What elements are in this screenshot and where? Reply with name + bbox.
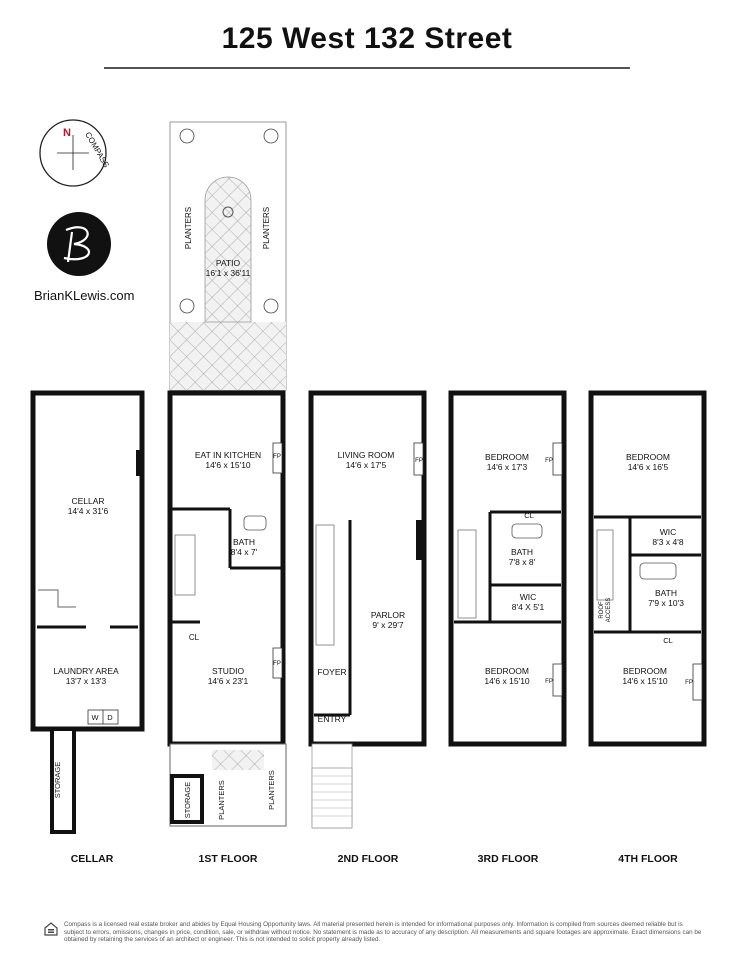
fourth-bedroom2-dims: 14'6 x 15'10 <box>622 676 668 686</box>
compass-brand-label: COMPASS <box>83 131 111 170</box>
website-label: BrianKLewis.com <box>34 288 135 303</box>
first-storage-label: STORAGE <box>183 782 192 819</box>
first-bath-dims: 8'4 x 7' <box>231 547 258 557</box>
floor-label-3rd: 3RD FLOOR <box>478 853 539 865</box>
roof-access-label-line2: ACCESS <box>606 598 612 623</box>
fourth-fireplace-label: FP <box>685 680 693 686</box>
third-bedroom2-dims: 14'6 x 15'10 <box>484 676 530 686</box>
first-floor-plan: EAT IN KITCHEN 14'6 x 15'10 FP BATH 8'4 … <box>167 390 287 827</box>
living-fireplace-label: FP <box>415 458 423 464</box>
parlor-dims: 9' x 29'7 <box>372 620 403 630</box>
front-planters-right-label: PLANTERS <box>267 770 276 810</box>
fourth-wic-label: WIC <box>660 527 677 537</box>
floor-label-2nd: 2ND FLOOR <box>338 853 399 865</box>
fourth-bedroom1-dims: 14'6 x 16'5 <box>628 462 669 472</box>
equal-housing-icon <box>44 922 58 936</box>
fourth-bath-label: BATH <box>655 588 677 598</box>
third-bedroom1-dims: 14'6 x 17'3 <box>487 462 528 472</box>
fourth-floor-plan: BEDROOM 14'6 x 16'5 WIC 8'3 x 4'8 BATH 7… <box>588 390 707 747</box>
third-fireplace2-label: FP <box>545 679 553 685</box>
third-closet-label: CL <box>524 511 534 520</box>
third-bedroom2-label: BEDROOM <box>485 666 529 676</box>
fourth-bath-dims: 7'9 x 10'3 <box>648 598 684 608</box>
living-room-dims: 14'6 x 17'5 <box>346 460 387 470</box>
cellar-room-label: CELLAR <box>71 496 104 506</box>
kitchen-fireplace-label: FP <box>273 454 281 460</box>
patio-dims: 16'1 x 36'11 <box>206 268 251 278</box>
studio-fireplace-label: FP <box>273 661 281 667</box>
legal-disclaimer: Compass is a licensed real estate broker… <box>64 921 702 943</box>
front-planters-left-label: PLANTERS <box>217 780 226 820</box>
third-floor-plan: BEDROOM 14'6 x 17'3 FP CL BATH 7'8 x 8' … <box>448 390 567 747</box>
washer-label: W <box>91 713 99 722</box>
entry-label: ENTRY <box>318 714 347 724</box>
floor-label-1st: 1ST FLOOR <box>199 853 258 865</box>
compass-icon: N COMPASS <box>39 119 111 187</box>
patio-label: PATIO <box>216 258 241 268</box>
stoop <box>311 767 353 829</box>
first-closet-label: CL <box>189 633 200 642</box>
logo-icon <box>47 212 111 276</box>
foyer-label: FOYER <box>317 667 346 677</box>
studio-label: STUDIO <box>212 666 245 676</box>
studio-dims: 14'6 x 23'1 <box>208 676 249 686</box>
roof-access-label-line1: ROOF <box>599 601 605 619</box>
third-fireplace1-label: FP <box>545 458 553 464</box>
living-room-label: LIVING ROOM <box>338 450 395 460</box>
fourth-bedroom1-label: BEDROOM <box>626 452 670 462</box>
third-wic-label: WIC <box>520 592 537 602</box>
third-bath-dims: 7'8 x 8' <box>509 557 536 567</box>
cellar-plan: CELLAR 14'4 x 31'6 LAUNDRY AREA 13'7 x 1… <box>30 390 145 834</box>
laundry-dims: 13'7 x 13'3 <box>66 676 107 686</box>
third-bath-label: BATH <box>511 547 533 557</box>
patio-planter-right-label: PLANTERS <box>262 207 271 249</box>
third-bedroom1-label: BEDROOM <box>485 452 529 462</box>
patio-planter-left-label: PLANTERS <box>184 207 193 249</box>
floor-label-cellar: CELLAR <box>71 853 114 865</box>
second-floor-plan: LIVING ROOM 14'6 x 17'5 FP PARLOR 9' x 2… <box>308 390 427 829</box>
title-divider <box>104 67 630 69</box>
fourth-bedroom2-label: BEDROOM <box>623 666 667 676</box>
cellar-storage-label: STORAGE <box>53 762 62 799</box>
cellar-room-dims: 14'4 x 31'6 <box>68 506 109 516</box>
fourth-wic-dims: 8'3 x 4'8 <box>652 537 683 547</box>
laundry-label: LAUNDRY AREA <box>53 666 119 676</box>
floor-label-4th: 4TH FLOOR <box>618 853 678 865</box>
first-bath-label: BATH <box>233 537 255 547</box>
parlor-label: PARLOR <box>371 610 405 620</box>
third-wic-dims: 8'4 X 5'1 <box>512 602 545 612</box>
page-title: 125 West 132 Street <box>221 22 513 55</box>
kitchen-label: EAT IN KITCHEN <box>195 450 261 460</box>
compass-north-label: N <box>63 127 71 139</box>
dryer-label: D <box>107 713 113 722</box>
fourth-closet-label: CL <box>663 636 673 645</box>
patio: PLANTERS PLANTERS PATIO 16'1 x 36'11 <box>169 121 287 391</box>
kitchen-dims: 14'6 x 15'10 <box>205 460 251 470</box>
